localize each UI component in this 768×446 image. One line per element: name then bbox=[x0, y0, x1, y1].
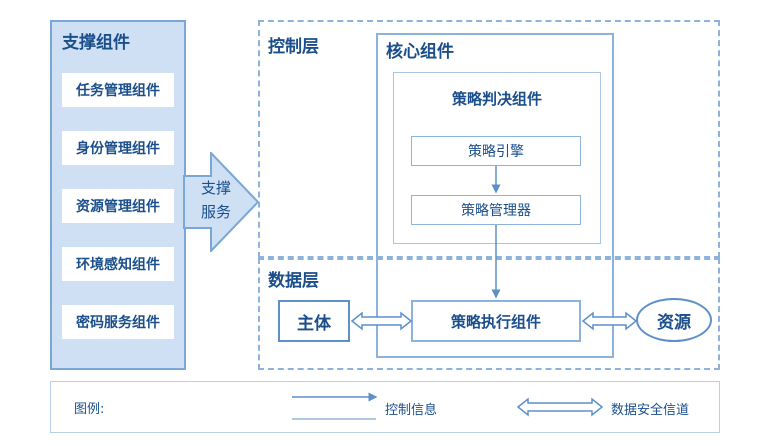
legend-label: 图例: bbox=[74, 402, 105, 417]
execution-resource-channel bbox=[581, 311, 638, 331]
support-service-arrow bbox=[183, 152, 259, 252]
task-management-component: 任务管理组件 bbox=[62, 73, 174, 107]
resource-ellipse: 资源 bbox=[636, 298, 712, 342]
policy-engine: 策略引擎 bbox=[411, 136, 581, 166]
policy-manager: 策略管理器 bbox=[411, 195, 581, 225]
control-layer-title: 控制层 bbox=[268, 37, 319, 57]
core-components-box bbox=[376, 33, 614, 358]
policy-execution-component: 策略执行组件 bbox=[411, 300, 581, 342]
legend-box bbox=[50, 381, 720, 433]
legend-data-channel-text: 数据安全信道 bbox=[611, 403, 690, 418]
environment-awareness-component: 环境感知组件 bbox=[62, 247, 174, 281]
support-components-title: 支撑组件 bbox=[62, 33, 130, 53]
legend-control-info-text: 控制信息 bbox=[385, 403, 438, 418]
core-components-title: 核心组件 bbox=[386, 42, 454, 62]
support-service-label: 支撑 服务 bbox=[191, 176, 241, 224]
crypto-service-component: 密码服务组件 bbox=[62, 305, 174, 339]
support-service-label-line1: 支撑 bbox=[200, 179, 231, 197]
data-layer-title: 数据层 bbox=[268, 271, 319, 291]
resource-management-component: 资源管理组件 bbox=[62, 189, 174, 223]
subject-execution-channel bbox=[350, 311, 413, 331]
legend-data-channel-arrow bbox=[516, 397, 604, 417]
policy-decision-box bbox=[393, 72, 601, 244]
policy-decision-title: 策略判决组件 bbox=[451, 90, 542, 108]
subject-box: 主体 bbox=[278, 300, 350, 342]
support-service-label-line2: 服务 bbox=[200, 203, 231, 221]
control-layer bbox=[258, 20, 720, 258]
data-layer bbox=[258, 258, 720, 370]
identity-management-component: 身份管理组件 bbox=[62, 131, 174, 165]
